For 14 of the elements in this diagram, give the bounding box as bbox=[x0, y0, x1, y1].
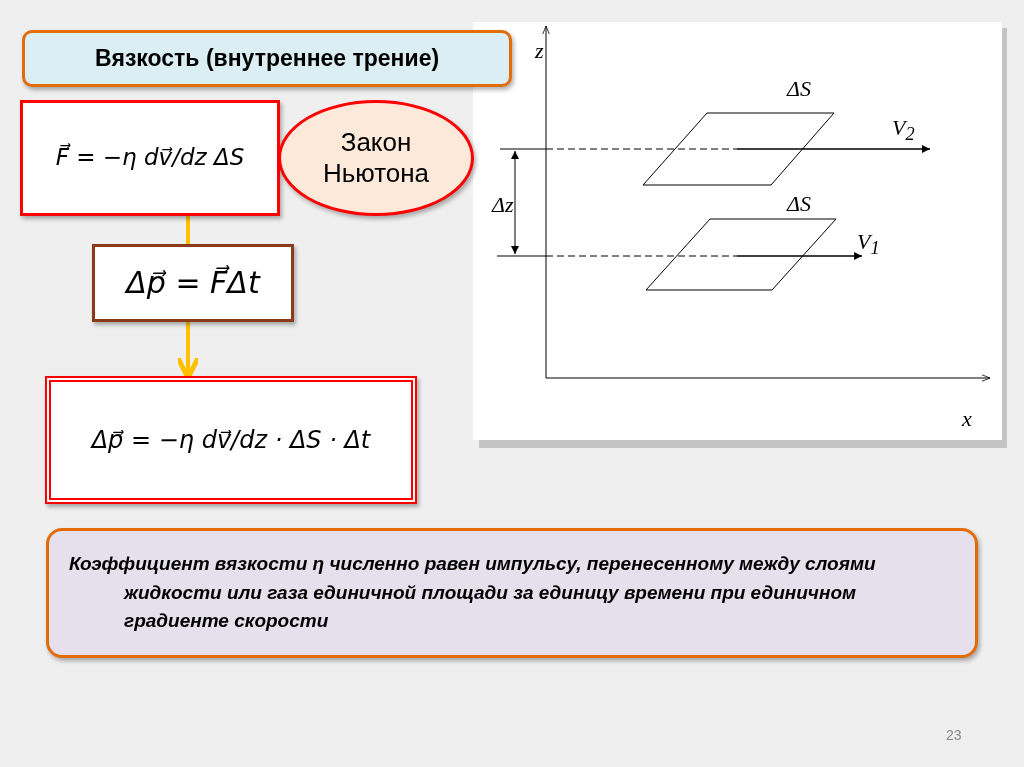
definition-box: Коэффициент вязкости η численно равен импульсу, перенесенному между слоями жидкости или газа единичной площади за единицу времени при единичном градиенте скорости bbox=[46, 528, 978, 658]
formula-box: Δp⃗ = F⃗Δt bbox=[92, 244, 294, 322]
slide-number: 23 bbox=[946, 728, 962, 742]
result-formula-box: Δp⃗ = −η dv⃗/dz · ΔS · Δt bbox=[45, 376, 417, 504]
axis-label: x bbox=[962, 408, 972, 430]
area-label: ΔS bbox=[787, 193, 811, 215]
title-box: Вязкость (внутреннее трение) bbox=[22, 30, 512, 87]
law-ellipse: Закон Ньютона bbox=[278, 100, 474, 216]
velocity-label: V$_{1}$ bbox=[857, 231, 880, 258]
formula-box: F⃗ = −η dv⃗/dz ΔS bbox=[20, 100, 280, 216]
area-label: ΔS bbox=[787, 78, 811, 100]
velocity-label: V$_{2}$ bbox=[892, 117, 915, 144]
dimension-label: Δz bbox=[492, 194, 514, 216]
axis-label: z bbox=[535, 40, 544, 62]
